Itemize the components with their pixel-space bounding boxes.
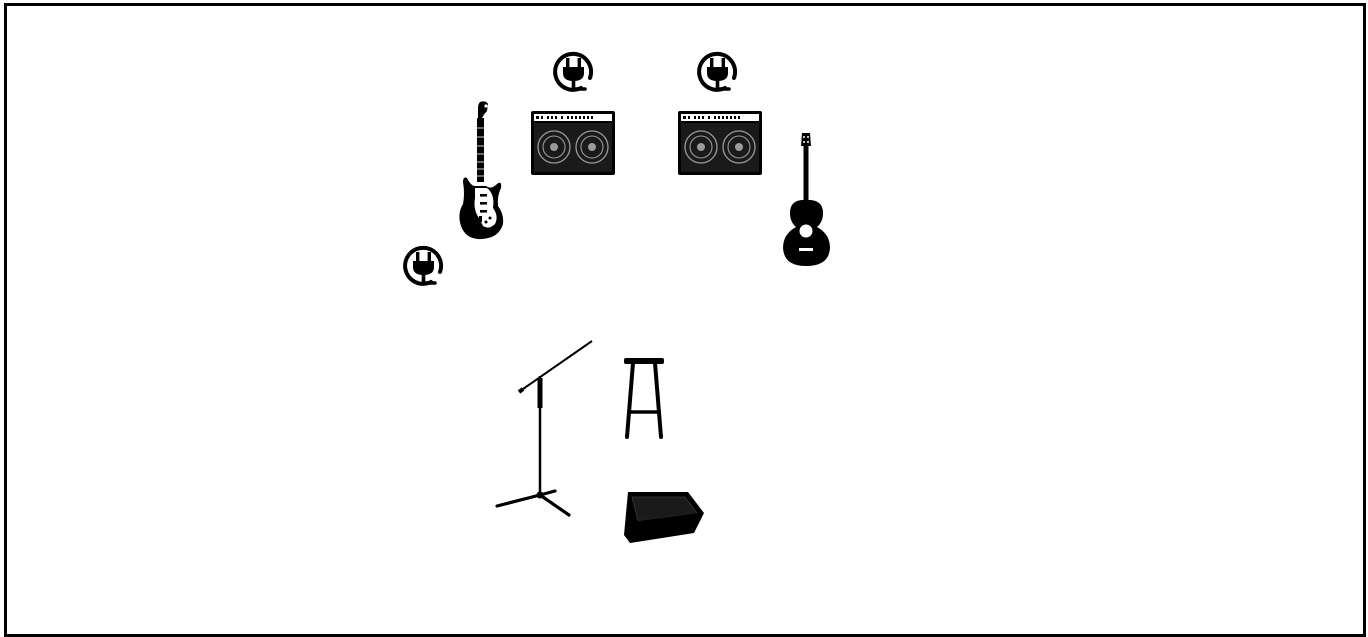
acoustic-guitar-icon (781, 132, 833, 268)
power-outlet-icon (401, 243, 447, 289)
power-outlet-icon (695, 49, 741, 95)
stage-plot-frame (4, 3, 1366, 637)
stool-icon (620, 357, 668, 439)
guitar-amp-icon (530, 110, 616, 176)
mic-stand-icon (495, 340, 597, 520)
guitar-amp-icon (677, 110, 763, 176)
power-outlet-icon (551, 49, 597, 95)
floor-monitor-icon (622, 491, 706, 545)
electric-guitar-icon (453, 100, 503, 242)
